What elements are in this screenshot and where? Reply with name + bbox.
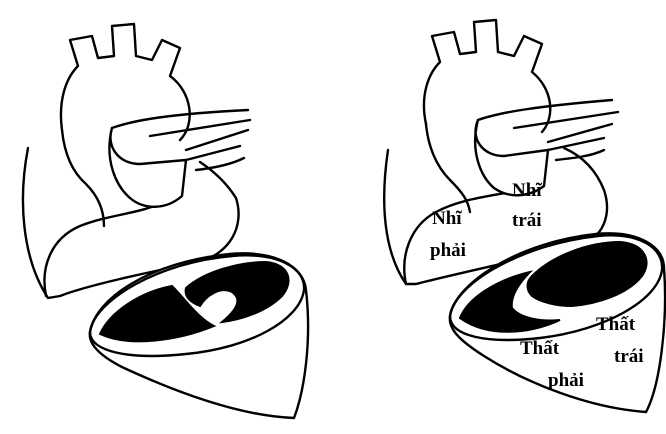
- label-left-ventricle-line1: Thất: [596, 314, 636, 335]
- label-left-atrium-line2: trái: [512, 210, 542, 231]
- label-left-ventricle-line2: trái: [614, 346, 644, 367]
- pulmonary-veins: [478, 100, 618, 160]
- label-right-ventricle-line1: Thất: [520, 338, 560, 359]
- label-left-atrium-line1: Nhĩ: [512, 180, 542, 201]
- aorta-inner: [62, 130, 104, 226]
- label-right-atrium-line1: Nhĩ: [432, 208, 462, 229]
- heart-labeled: Nhĩ phải Nhĩ trái Thất phải Thất trái: [384, 20, 665, 412]
- aorta-inner: [426, 124, 470, 212]
- aortic-arch: [424, 20, 550, 132]
- pulmonary-trunk: [109, 128, 186, 207]
- aortic-arch: [61, 24, 190, 140]
- heart-unlabeled: [23, 24, 308, 418]
- label-right-atrium-line2: phải: [430, 240, 466, 261]
- label-right-ventricle-line2: phải: [548, 370, 584, 391]
